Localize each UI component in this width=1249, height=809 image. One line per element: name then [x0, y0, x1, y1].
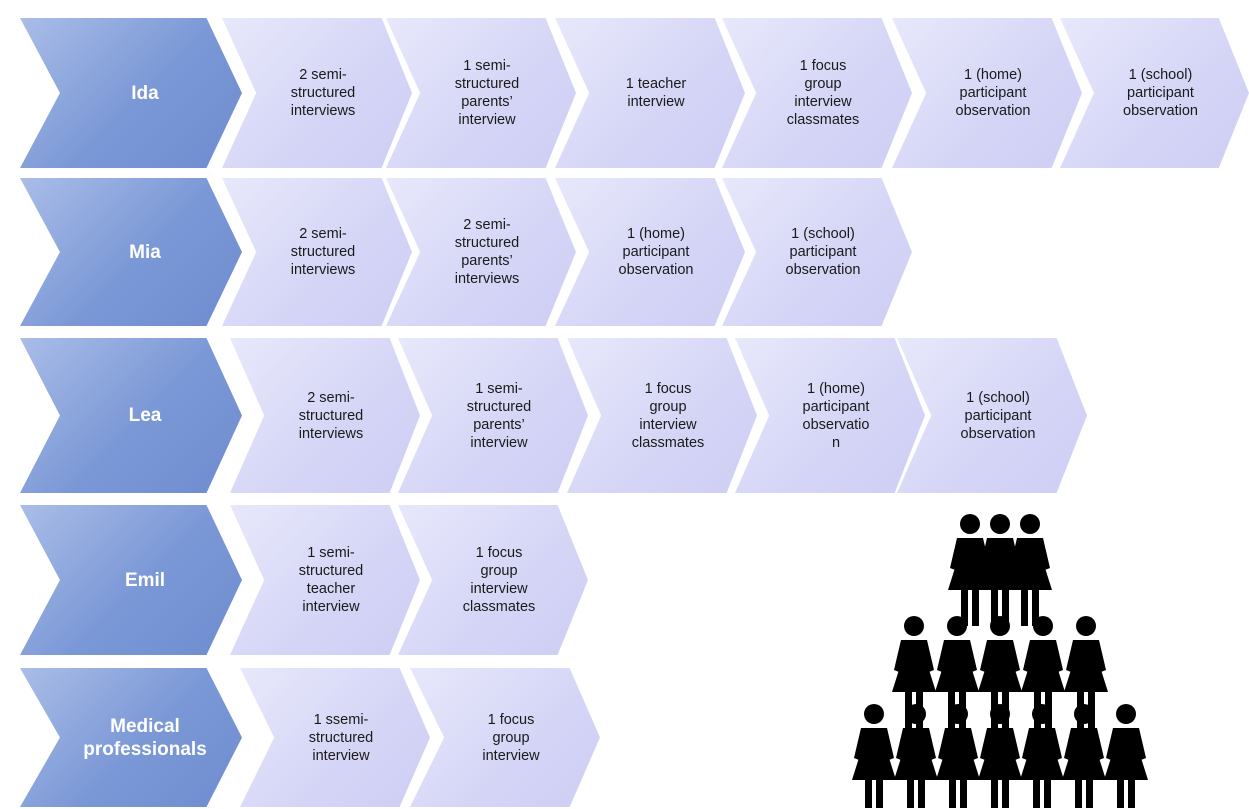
- step-label: 1 (school) participant observation: [960, 389, 1036, 442]
- step-label: 1 (home) participant observation: [618, 226, 694, 278]
- step-chevron: 2 semi- structured interviews: [230, 338, 420, 493]
- step-label: 2 semi- structured interviews: [290, 67, 356, 119]
- step-chevron: 1 (school) participant observation: [897, 338, 1087, 493]
- step-chevron: 1 semi- structured parents’ interview: [398, 338, 588, 493]
- row-head-chevron: Medical professionals: [20, 668, 242, 807]
- row-head-chevron: Lea: [20, 338, 242, 493]
- row-head-chevron: Emil: [20, 505, 242, 655]
- step-label: 1 focus group interview classmates: [462, 545, 536, 615]
- step-chevron: 1 semi- structured teacher interview: [230, 505, 420, 655]
- step-label: 1 semi- structured teacher interview: [298, 545, 364, 615]
- row-head-label: Mia: [129, 241, 161, 263]
- step-label: 2 semi- structured interviews: [298, 389, 364, 442]
- step-chevron: 2 semi- structured interviews: [222, 18, 412, 168]
- step-label: 2 semi- structured parents’ interviews: [454, 217, 520, 287]
- step-chevron: 1 semi- structured parents’ interview: [386, 18, 576, 168]
- step-chevron: 1 (home) participant observation: [892, 18, 1082, 168]
- step-label: 1 (home) participant observation: [955, 67, 1031, 119]
- step-chevron: 1 focus group interview classmates: [567, 338, 757, 493]
- step-label: 1 (school) participant observation: [1123, 67, 1198, 119]
- step-label: 2 semi- structured interviews: [290, 226, 356, 278]
- people-pyramid-icon: [852, 514, 1148, 808]
- step-label: 1 (school) participant observation: [785, 226, 861, 278]
- step-chevron: 1 ssemi- structured interview: [240, 668, 430, 807]
- row-head-chevron: Ida: [20, 18, 242, 168]
- step-chevron: 2 semi- structured parents’ interviews: [386, 178, 576, 326]
- row-head-chevron: Mia: [20, 178, 242, 326]
- step-label: 1 semi- structured parents’ interview: [466, 380, 532, 451]
- step-label: 1 focus group interview classmates: [786, 58, 860, 128]
- row-head-label: Ida: [131, 82, 159, 104]
- step-chevron: 1 focus group interview classmates: [398, 505, 588, 655]
- step-label: 1 focus group interview classmates: [631, 380, 705, 451]
- step-chevron: 1 focus group interview: [410, 668, 600, 807]
- step-chevron: 1 (home) participant observatio n: [735, 338, 925, 493]
- row-head-label: Medical professionals: [83, 715, 207, 760]
- row-head-label: Emil: [124, 569, 166, 591]
- step-chevron: 2 semi- structured interviews: [222, 178, 412, 326]
- step-chevron: 1 (school) participant observation: [1060, 18, 1249, 168]
- step-chevron: 1 (home) participant observation: [555, 178, 745, 326]
- step-label: 1 ssemi- structured interview: [308, 711, 374, 764]
- step-chevron: 1 (school) participant observation: [722, 178, 912, 326]
- step-label: 1 semi- structured parents’ interview: [454, 58, 520, 128]
- step-label: 1 focus group interview: [482, 711, 540, 764]
- step-chevron: 1 teacher interview: [555, 18, 745, 168]
- step-label: 1 teacher interview: [625, 76, 687, 110]
- row-head-label: Lea: [128, 405, 162, 426]
- step-chevron: 1 focus group interview classmates: [722, 18, 912, 168]
- step-label: 1 (home) participant observatio n: [802, 380, 870, 451]
